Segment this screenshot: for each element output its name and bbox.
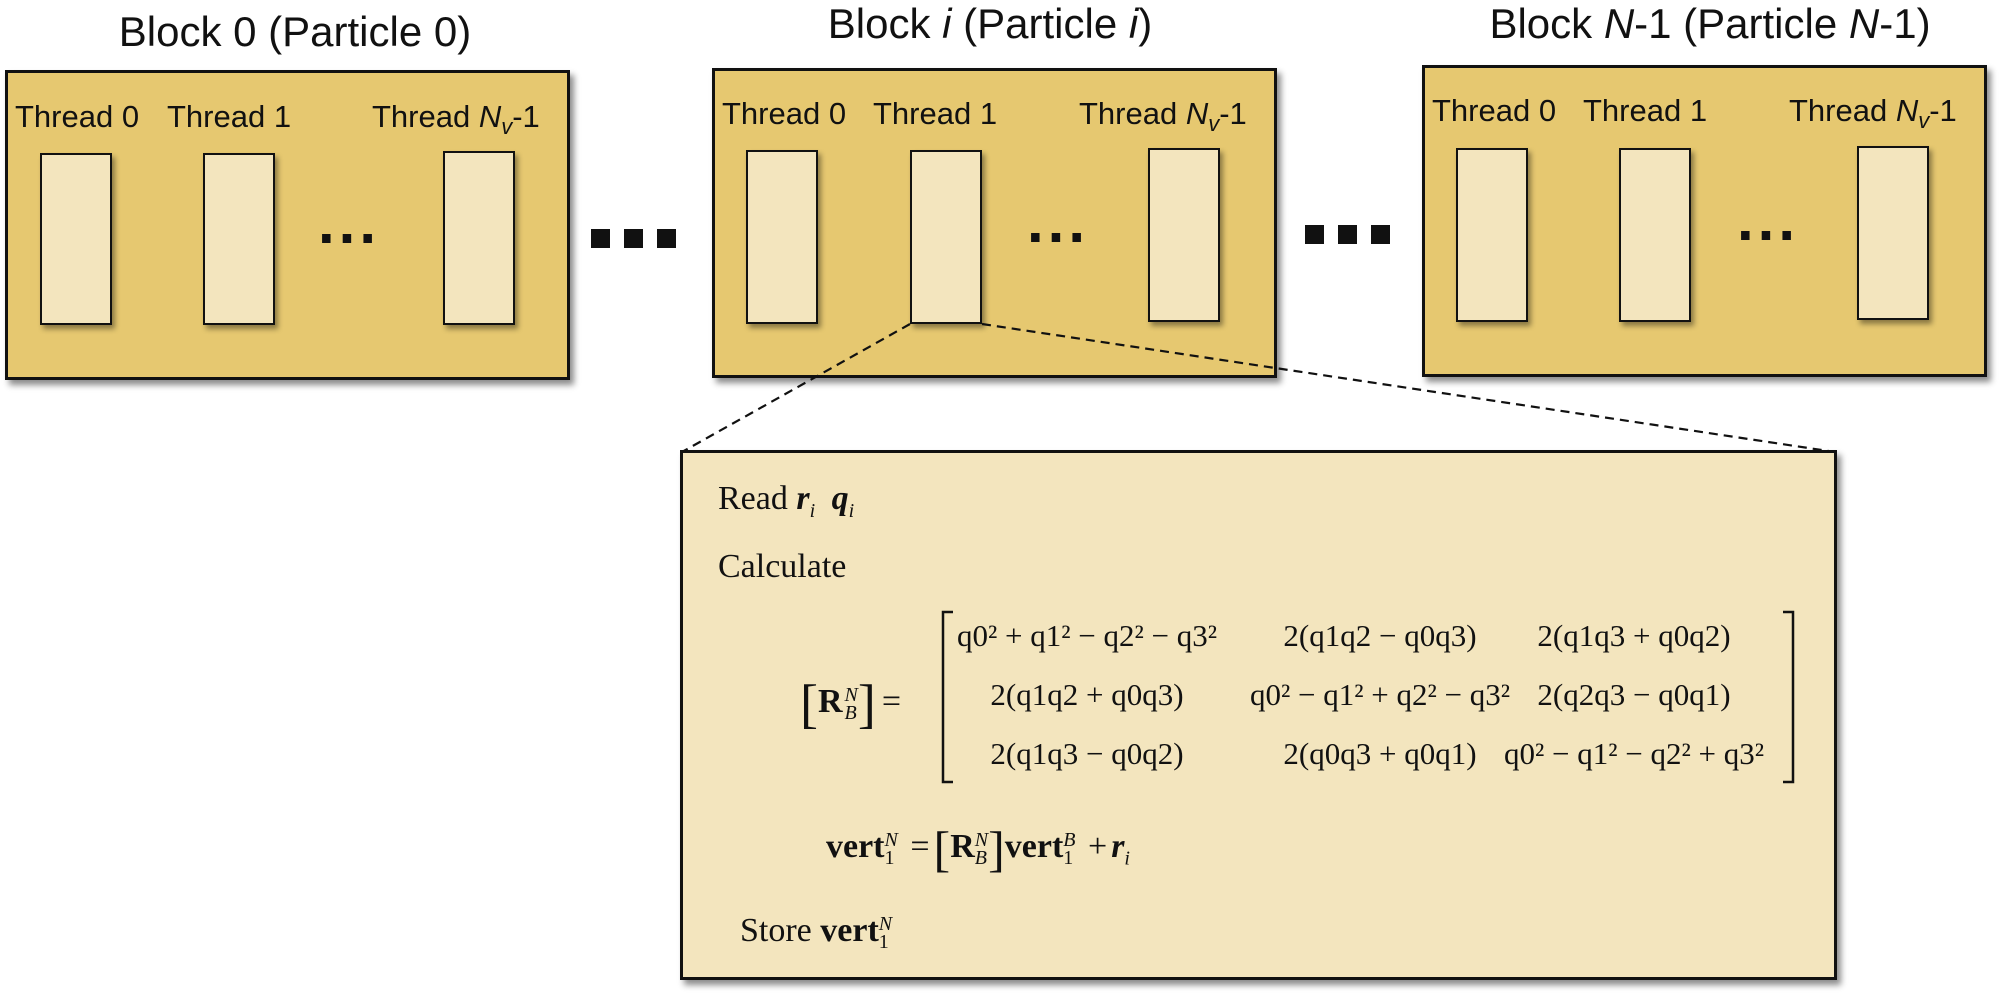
- calculate-label: Calculate: [718, 548, 847, 585]
- thread-ellipsis: ...: [318, 189, 381, 256]
- thread-box: [40, 153, 112, 325]
- thread-box: [443, 151, 515, 325]
- var-r: r: [796, 480, 810, 517]
- thread-box: [1619, 148, 1691, 322]
- title-part: ): [1138, 0, 1153, 47]
- thread-label: Thread 1: [167, 99, 292, 134]
- zoom-line-left: [681, 323, 911, 453]
- matrix-cell: 2(q2q3 − q0q1): [1537, 677, 1731, 712]
- title-part: -1 (Particle: [1634, 0, 1849, 47]
- thread-box: [910, 150, 982, 324]
- matrix-cell: 2(q1q2 − q0q3): [1283, 618, 1477, 653]
- block-i-title: Block i (Particle i): [800, 0, 1180, 48]
- matrix-cell: 2(q1q3 − q0q2): [990, 736, 1184, 771]
- thread-label: Thread 1: [873, 96, 998, 131]
- title-part: (Particle: [951, 0, 1129, 47]
- title-part: Block: [1489, 0, 1604, 47]
- block-ellipsis: [1305, 225, 1390, 244]
- block-0-title: Block 0 (Particle 0): [100, 8, 490, 56]
- title-part: i: [942, 0, 952, 47]
- thread-label: Thread 0: [722, 96, 847, 131]
- title-part: N: [1603, 0, 1635, 47]
- thread-label: Thread Nv-1: [1079, 96, 1247, 137]
- read-label: Read: [718, 480, 788, 517]
- thread-label: Thread 0: [1432, 93, 1557, 128]
- block-n-title: Block N-1 (Particle N-1): [1450, 0, 1970, 48]
- store-var: vert: [820, 912, 879, 949]
- thread-box: [746, 150, 818, 324]
- thread-detail-panel: [680, 450, 1837, 980]
- thread-box: [203, 153, 275, 325]
- thread-label: Thread Nv-1: [372, 99, 540, 140]
- thread-label: Thread 0: [15, 99, 140, 134]
- store-label: Store: [740, 912, 812, 949]
- matrix-cell: q0² − q1² − q2² + q3²: [1503, 736, 1765, 771]
- zoom-line-right: [981, 322, 1836, 454]
- thread-label: Thread 1: [1583, 93, 1708, 128]
- matrix-cell: q0² − q1² + q2² − q3²: [1249, 677, 1511, 712]
- title-part: -1): [1879, 0, 1931, 47]
- thread-ellipsis: ...: [1737, 186, 1800, 253]
- title-part: i: [1128, 0, 1139, 47]
- var-q: q: [831, 480, 849, 517]
- matrix-cell: 2(q0q3 + q0q1): [1283, 736, 1477, 771]
- title-part: Block: [827, 0, 943, 47]
- thread-ellipsis: ...: [1027, 188, 1090, 255]
- thread-label: Thread Nv-1: [1789, 93, 1957, 134]
- matrix-cell: q0² + q1² − q2² − q3²: [956, 618, 1218, 653]
- thread-box: [1456, 148, 1528, 322]
- block-0-title-text: Block 0 (Particle 0): [118, 8, 472, 55]
- matrix-cell: 2(q1q3 + q0q2): [1537, 618, 1731, 653]
- title-part: N: [1848, 0, 1880, 47]
- matrix-cell: 2(q1q2 + q0q3): [990, 677, 1184, 712]
- read-line: Read ri qi: [718, 480, 855, 522]
- block-ellipsis: [591, 229, 676, 248]
- thread-box: [1857, 146, 1929, 320]
- thread-box: [1148, 148, 1220, 322]
